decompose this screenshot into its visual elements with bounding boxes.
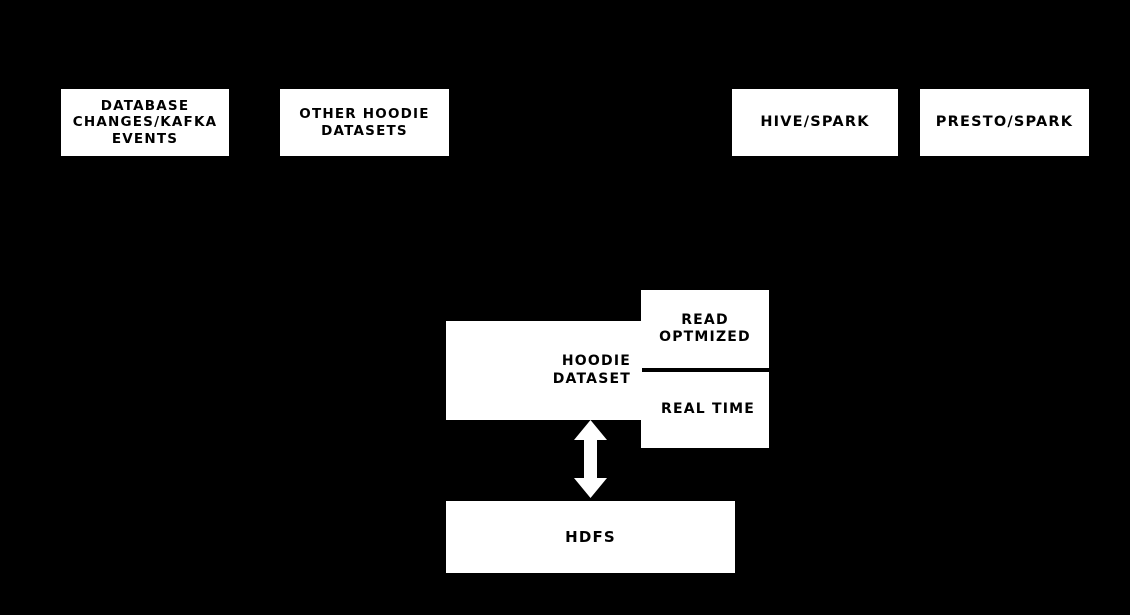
node-database-changes-kafka-events[interactable]: DATABASE CHANGES/KAFKA EVENTS <box>61 89 229 156</box>
node-hdfs[interactable]: HDFS <box>446 501 735 573</box>
node-label: REAL TIME <box>661 401 756 418</box>
node-read-optimized-view[interactable]: READ OPTMIZED <box>641 290 769 368</box>
node-label: DATABASE CHANGES/KAFKA EVENTS <box>72 97 218 147</box>
node-label: OTHER HOODIE DATASETS <box>299 106 430 139</box>
node-label: HDFS <box>565 527 616 546</box>
node-label: HIVE/SPARK <box>760 113 870 130</box>
node-label: HOODIE DATASET <box>552 353 631 387</box>
node-label: READ OPTMIZED <box>659 311 751 345</box>
node-real-time-view[interactable]: REAL TIME <box>641 372 769 448</box>
node-other-hoodie-datasets[interactable]: OTHER HOODIE DATASETS <box>280 89 449 156</box>
node-presto-spark[interactable]: PRESTO/SPARK <box>920 89 1089 156</box>
node-hoodie-dataset[interactable]: HOODIE DATASET <box>446 321 642 420</box>
node-label: PRESTO/SPARK <box>935 113 1074 130</box>
node-hive-spark[interactable]: HIVE/SPARK <box>732 89 898 156</box>
double-headed-vertical-arrow-icon <box>574 420 607 498</box>
